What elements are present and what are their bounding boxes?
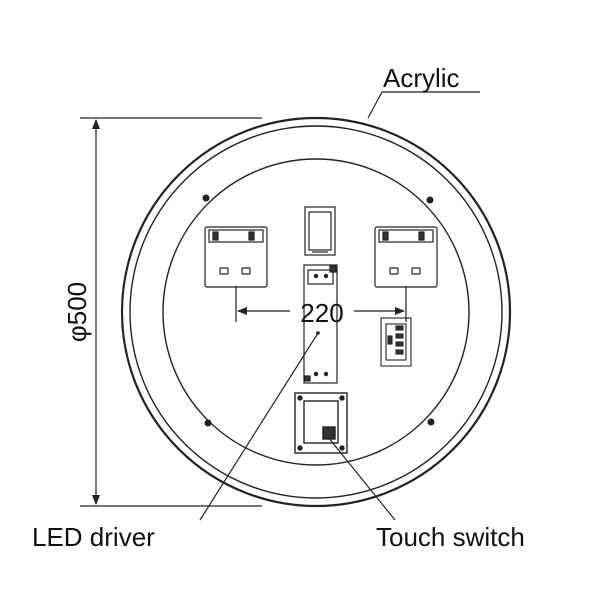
led-driver-label: LED driver [32,522,155,552]
led-driver-leader-dot [316,331,320,335]
touch-switch-label: Touch switch [376,522,525,552]
left-bracket [204,226,268,288]
outer-ring-outer [120,116,512,508]
screw [427,418,435,426]
led-driver-leader [199,332,319,521]
led-driver-box [303,264,338,384]
spacing-dimension [235,286,407,322]
acrylic-label: Acrylic [383,63,460,93]
screw [204,419,212,427]
inner-circle [162,158,470,466]
power-connector [304,206,336,256]
outer-ring-inner [129,125,503,499]
touch-switch-box [294,392,348,454]
screw [202,194,210,202]
acrylic-leader [367,91,480,119]
diameter-label: φ500 [62,282,92,342]
right-bracket [374,226,438,288]
spacing-label: 220 [300,298,343,328]
screw [426,196,434,204]
diameter-dimension [80,117,262,507]
mounting-screws [202,194,435,427]
touch-switch-leader [327,436,396,521]
control-module [380,317,412,367]
